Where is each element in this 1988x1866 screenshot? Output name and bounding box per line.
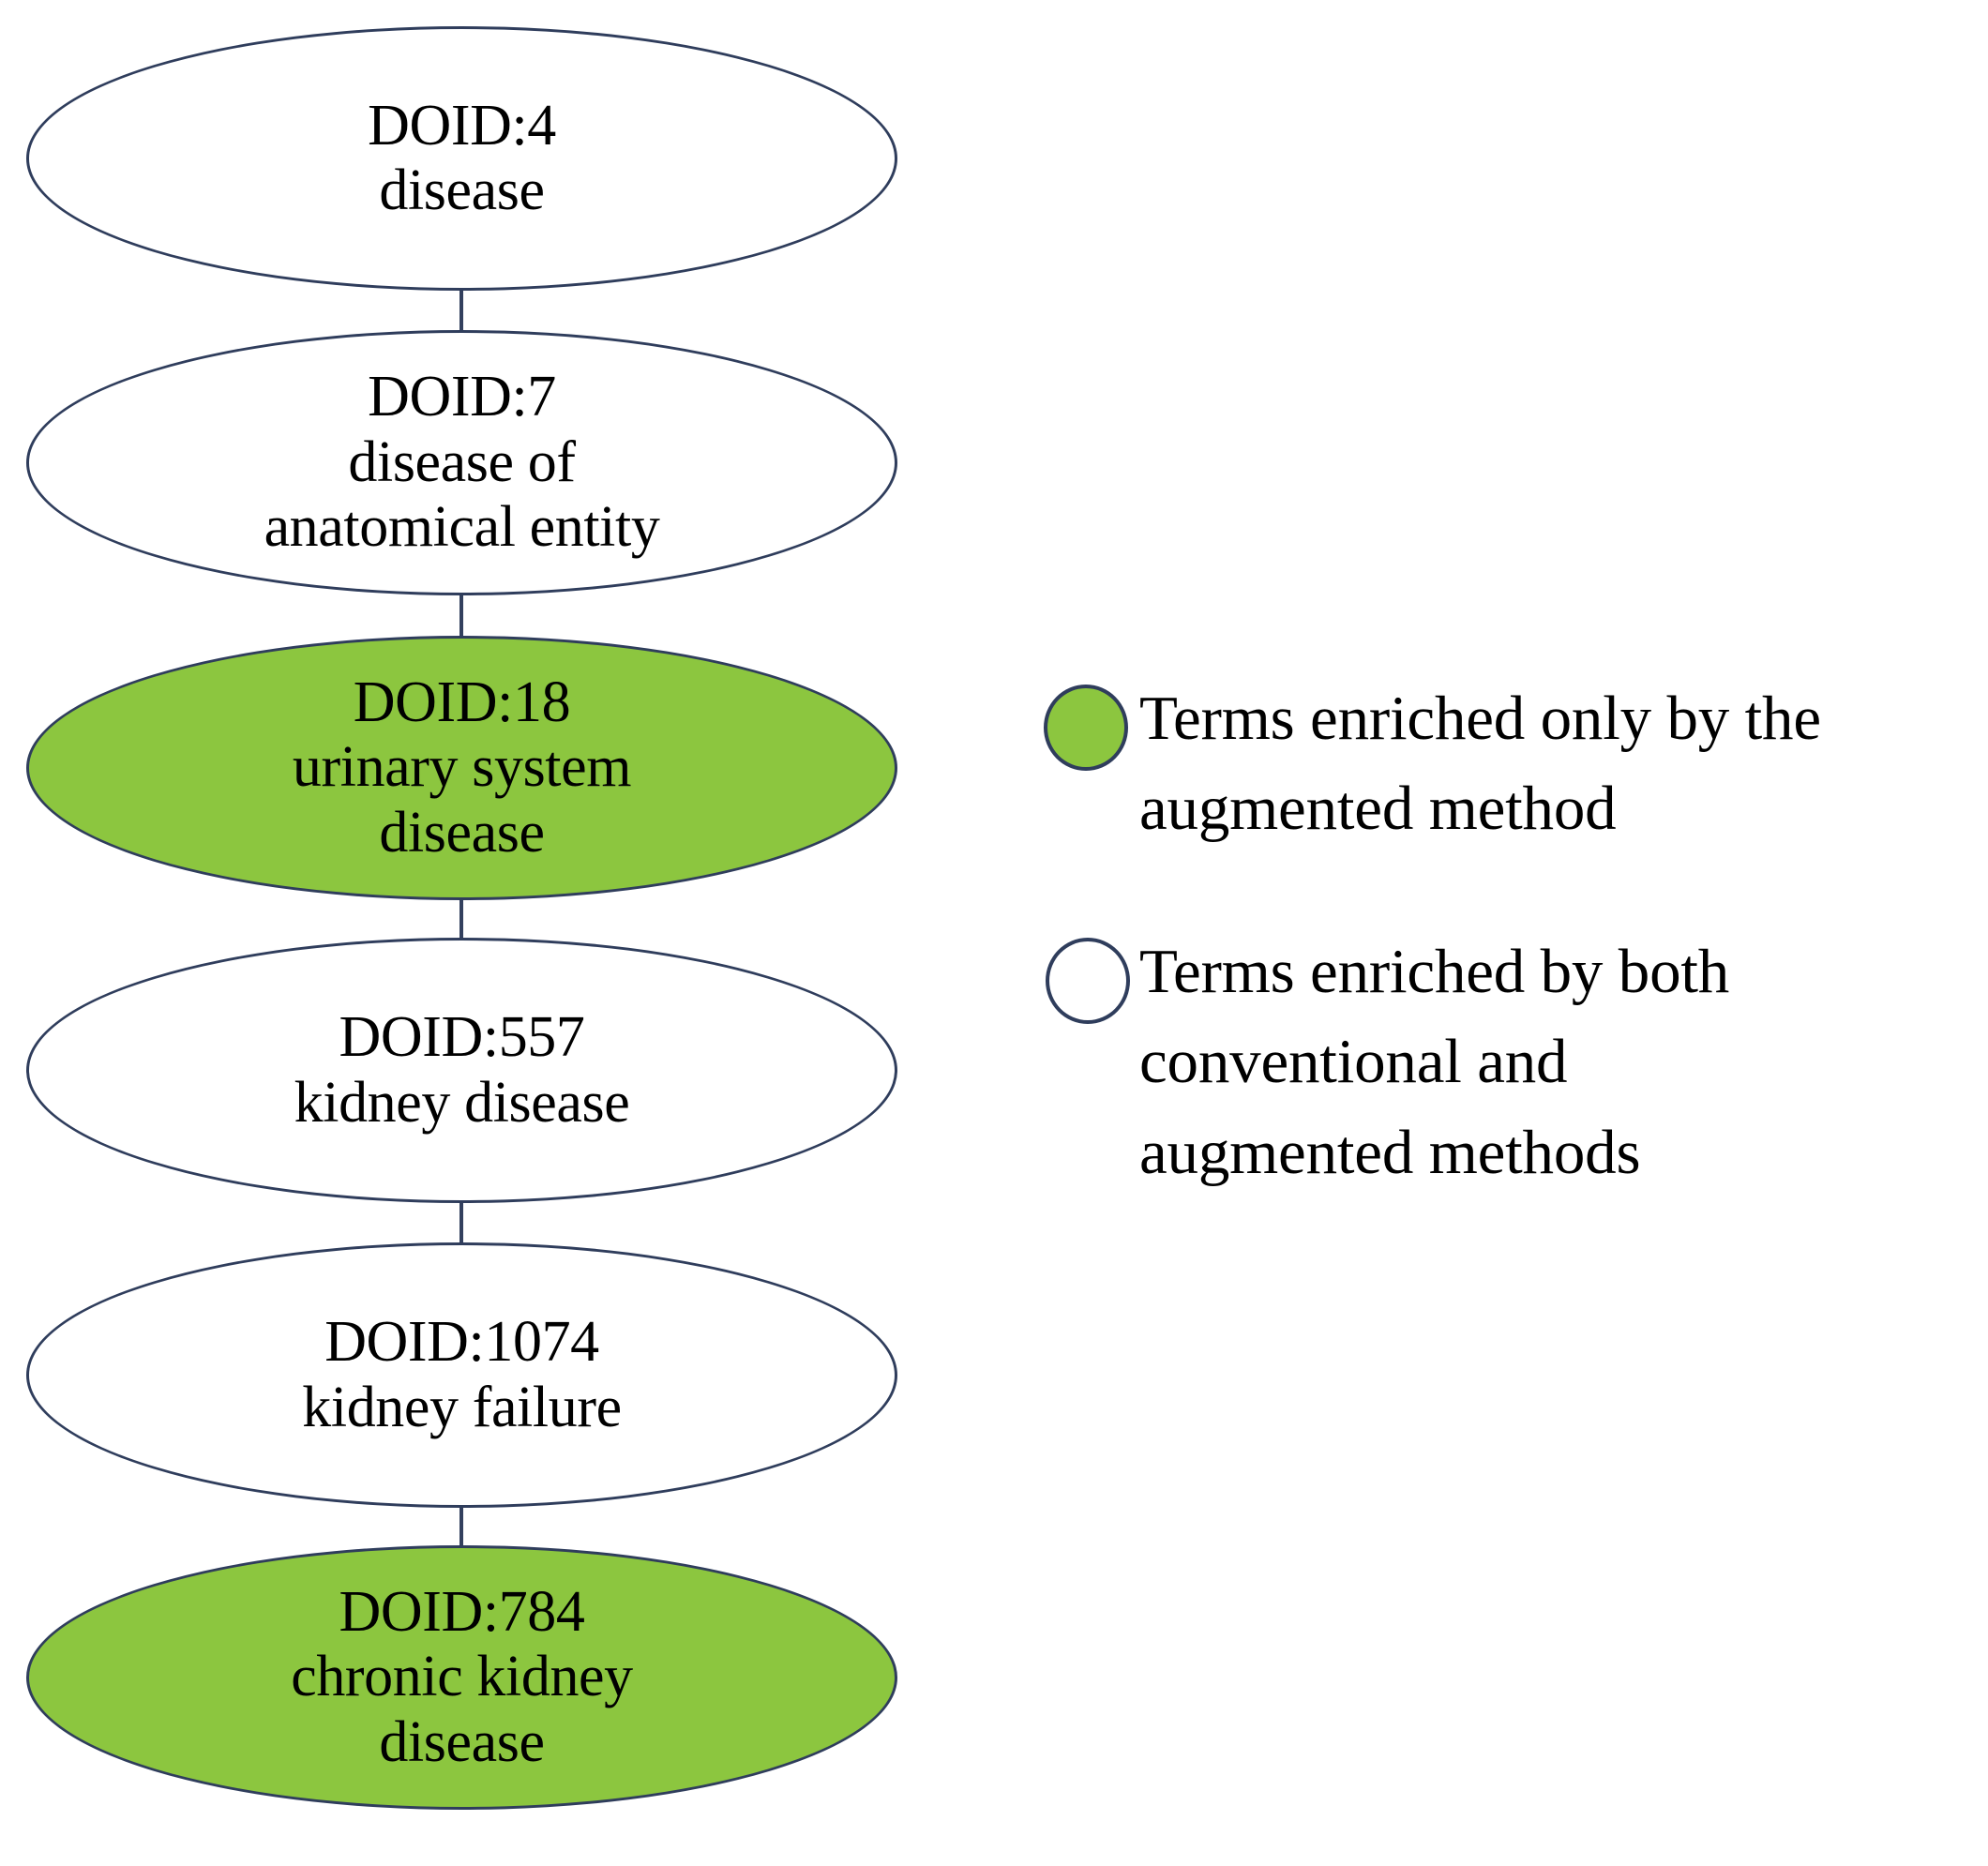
edge-doid4-doid7 [459,281,463,338]
legend-label: Terms enriched by both conventional and … [1139,937,1730,1187]
legend-swatch-white-ellipse-icon [1046,938,1130,1024]
edge-doid7-doid18 [459,587,463,643]
node-doid-7[interactable]: DOID:7 disease of anatomical entity [26,330,897,595]
node-label: DOID:7 disease of anatomical entity [264,365,660,560]
edge-doid1074-doid784 [459,1498,463,1555]
node-label: DOID:4 disease [368,93,556,222]
node-label: DOID:1074 kidney failure [302,1310,622,1439]
legend-label: Terms enriched only by the augmented met… [1139,684,1821,844]
node-doid-784[interactable]: DOID:784 chronic kidney disease [26,1545,897,1810]
node-doid-18[interactable]: DOID:18 urinary system disease [26,636,897,900]
edge-doid18-doid557 [459,891,463,947]
node-doid-1074[interactable]: DOID:1074 kidney failure [26,1242,897,1508]
node-label: DOID:557 kidney disease [294,1005,630,1135]
node-doid-557[interactable]: DOID:557 kidney disease [26,938,897,1203]
node-label: DOID:18 urinary system disease [292,670,632,865]
edge-doid557-doid1074 [459,1195,463,1251]
ontology-chain: DOID:4 disease DOID:7 disease of anatomi… [26,26,897,1810]
node-label: DOID:784 chronic kidney disease [291,1579,633,1774]
node-doid-4[interactable]: DOID:4 disease [26,26,897,291]
legend-swatch-green-ellipse-icon [1044,685,1128,771]
